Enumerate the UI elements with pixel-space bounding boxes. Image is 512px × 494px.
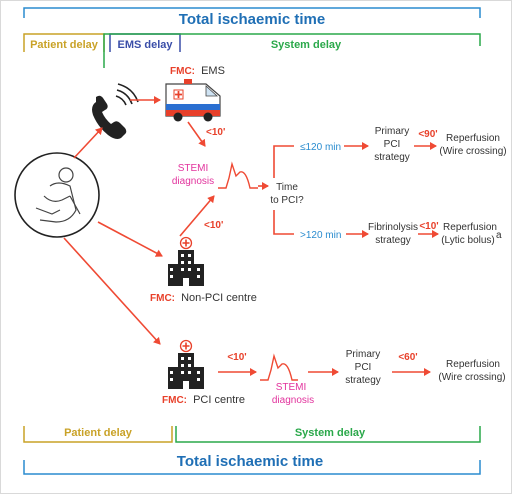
hospital-icon-nonpci <box>168 236 204 286</box>
reperfusion-2-line2: (Lytic bolus) <box>441 235 495 246</box>
question-line1: Time <box>276 182 298 193</box>
stemi-bottom-line2: diagnosis <box>272 395 314 406</box>
pci-fmc-label: FMC: PCI centre <box>162 394 245 406</box>
arrow-ems-to-stemi <box>187 121 206 147</box>
primary-strategy-2-line3: strategy <box>345 375 381 386</box>
total-time-label-top: Total ischaemic time <box>179 11 325 28</box>
ecg-icon-bottom <box>260 353 298 381</box>
ambulance-icon <box>165 79 221 122</box>
branch-short-line <box>273 145 294 178</box>
hospital-icon-pci <box>168 339 204 389</box>
nonpci-delay-time: <10' <box>204 220 223 231</box>
primary-strategy-1-line2: PCI <box>384 139 401 150</box>
long-branch-delay: <10' <box>419 221 438 232</box>
reperfusion-1-line1: Reperfusion <box>446 133 500 144</box>
ems-delay-label: EMS delay <box>117 39 173 51</box>
nonpci-fmc-label: FMC: Non-PCI centre <box>150 292 257 304</box>
arrow-patient-to-phone <box>73 127 103 159</box>
primary-strategy-2-line1: Primary <box>346 349 380 360</box>
total-time-bracket-bottom <box>23 460 481 475</box>
branch-short-time: ≤120 min <box>300 142 341 153</box>
short-branch-delay: <90' <box>418 129 437 140</box>
arrow-patient-to-nonpci <box>97 221 163 257</box>
system-delay-label-bottom: System delay <box>295 427 366 439</box>
fibrinolysis-line1: Fibrinolysis <box>368 222 418 233</box>
reperfusion-1-line2: (Wire crossing) <box>439 146 506 157</box>
patient-delay-label-bottom: Patient delay <box>64 427 133 439</box>
system-delay-label-top: System delay <box>271 39 342 51</box>
total-time-label-bottom: Total ischaemic time <box>177 453 323 470</box>
arrow-nonpci-to-stemi <box>179 195 215 237</box>
pci-delay-2: <60' <box>398 352 417 363</box>
fibrinolysis-line2: strategy <box>375 235 411 246</box>
arrow-patient-to-pci-centre <box>63 237 161 345</box>
reperfusion-2-footnote: a <box>496 230 502 241</box>
total-time-bracket-top <box>23 7 481 18</box>
reperfusion-2-line1: Reperfusion <box>443 222 497 233</box>
reperfusion-3-line2: (Wire crossing) <box>438 372 505 383</box>
patient-delay-bracket-bottom <box>23 426 173 443</box>
ems-delay-time: <10' <box>206 127 225 138</box>
primary-strategy-1-line3: strategy <box>374 152 410 163</box>
stemi-bottom-line1: STEMI <box>276 382 307 393</box>
ecg-icon-top <box>218 161 258 189</box>
question-line2: to PCI? <box>270 195 304 206</box>
system-delay-bracket-top <box>103 33 481 68</box>
branch-long-time: >120 min <box>300 230 341 241</box>
stemi-top-line1: STEMI <box>178 163 209 174</box>
ems-fmc-label: FMC: EMS <box>170 65 225 77</box>
primary-strategy-1-line1: Primary <box>375 126 409 137</box>
pci-delay-1: <10' <box>227 352 246 363</box>
patient-icon <box>14 152 100 238</box>
system-delay-bracket-bottom <box>175 426 481 443</box>
reperfusion-3-line1: Reperfusion <box>446 359 500 370</box>
branch-long-line <box>273 210 294 235</box>
stemi-top-line2: diagnosis <box>172 176 214 187</box>
patient-delay-label-top: Patient delay <box>30 39 99 51</box>
primary-strategy-2-line2: PCI <box>355 362 372 373</box>
